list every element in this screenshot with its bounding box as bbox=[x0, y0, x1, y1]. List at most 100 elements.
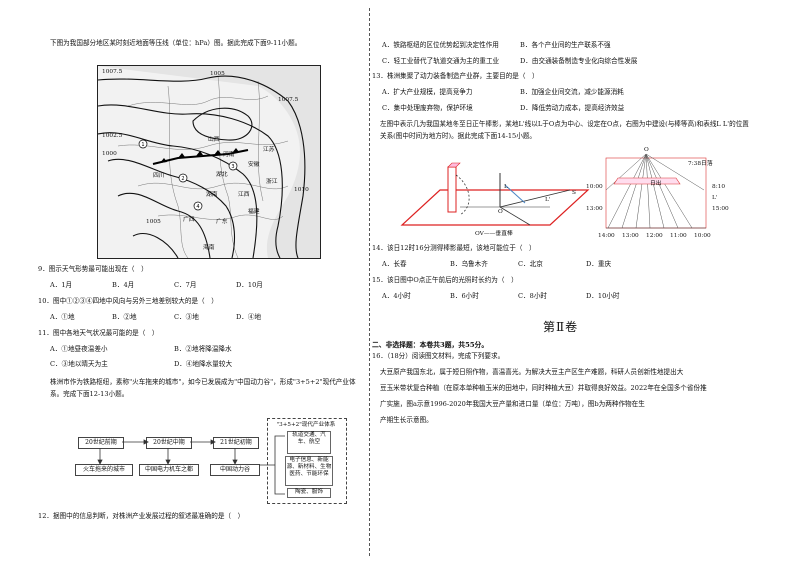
q9-option-b[interactable]: B．4月 bbox=[112, 281, 135, 289]
q14-option-b[interactable]: B．乌鲁木齐 bbox=[450, 260, 488, 268]
q12-option-a[interactable]: A．铁路枢纽的区位优势起到决定性作用 bbox=[382, 41, 499, 49]
shadow-label-s: S bbox=[572, 190, 576, 196]
province-label: 山西 bbox=[208, 137, 220, 143]
province-label: 江西 bbox=[238, 192, 250, 198]
shadow-caption: OV——垂直棒 bbox=[475, 231, 513, 237]
isobar-label: 1005 bbox=[210, 71, 225, 77]
province-label: 湖北 bbox=[216, 172, 228, 178]
province-label: 广西 bbox=[183, 217, 195, 223]
q14-option-d[interactable]: D．重庆 bbox=[586, 260, 612, 268]
isobar-label: 1007.5 bbox=[102, 69, 123, 75]
q9-option-d[interactable]: D．10月 bbox=[236, 281, 263, 289]
q10-option-d[interactable]: D．④地 bbox=[236, 313, 262, 321]
q9-stem: 9．图示天气形势最可能出现在（ ） bbox=[38, 265, 148, 273]
q11-option-d[interactable]: D．④地降水量较大 bbox=[174, 360, 233, 368]
q11-stem: 11．图中各地天气状况最可能的是（ ） bbox=[38, 329, 159, 337]
q10-stem: 10．图中①②③④四地中风向与另外三地差别较大的是（ ） bbox=[38, 297, 218, 305]
fan-label-sunset: 7:38日落 bbox=[688, 161, 713, 167]
q14-stem: 14．该日12时16分测得棒影最短，该地可能位于（ ） bbox=[372, 244, 536, 252]
svg-text:3: 3 bbox=[231, 164, 234, 170]
sun-intro: 左图中表示几为我国某地冬至日正午棒影，某地L'线以L于O点为中心、设定在O点，右… bbox=[380, 120, 749, 140]
q16-material-line: 豆玉米带状复合种植（在原本单种植玉米的田地中，同时种植大豆）并取得良好效益。20… bbox=[380, 384, 707, 392]
q9-option-c[interactable]: C．7月 bbox=[174, 281, 197, 289]
shadow-label-l: L bbox=[504, 184, 508, 190]
shadow-label-o: O bbox=[498, 209, 503, 215]
shadow-label-lp: L' bbox=[545, 197, 551, 203]
fan-side-time: 15:00 bbox=[712, 206, 729, 212]
fan-time: 14:00 bbox=[598, 233, 615, 239]
q14-option-c[interactable]: C．北京 bbox=[518, 260, 543, 268]
q13-option-c[interactable]: C．集中处理废弃物，保护环境 bbox=[382, 104, 473, 112]
province-label: 安徽 bbox=[248, 162, 260, 168]
q11-option-b[interactable]: B．②地将降温降水 bbox=[174, 345, 232, 353]
fan-time: 12:00 bbox=[646, 233, 663, 239]
q10-option-a[interactable]: A．①地 bbox=[50, 313, 75, 321]
volume-title: 第Ⅱ卷 bbox=[543, 320, 579, 334]
q12-stem: 12．据图中的信息判断，对株洲产业发展过程的叙述最准确的是（ ） bbox=[38, 512, 245, 520]
q16-material-line: 大豆原产我国东北，属于短日照作物，喜温喜光。为解决大豆主产区生产难题，科研人员创… bbox=[380, 368, 684, 376]
system-brace bbox=[259, 435, 285, 495]
isobar-label: 1007.5 bbox=[278, 97, 299, 103]
province-label: 浙江 bbox=[266, 179, 278, 185]
q16-material-line: 产期生长示意图。 bbox=[380, 416, 433, 424]
zhuzhou-intro: 株洲市作为铁路枢纽，素称"火车拖来的城市"，如今已发展成为"中国动力谷"，形成"… bbox=[50, 378, 356, 398]
q15-option-c[interactable]: C．8小时 bbox=[518, 292, 548, 300]
province-label: 福建 bbox=[248, 209, 260, 215]
industry-group-3: 陶瓷、服饰 bbox=[287, 488, 331, 498]
q15-option-d[interactable]: D．10小时 bbox=[586, 292, 620, 300]
isobar-label: 1005 bbox=[146, 219, 161, 225]
map-intro: 下图为我国部分地区某时刻近地面等压线（单位：hPa）图。据此完成下面9-11小题… bbox=[50, 39, 302, 47]
q14-option-a[interactable]: A．长春 bbox=[382, 260, 407, 268]
section-title: 二、非选择题：本卷共3题，共55分。 bbox=[372, 341, 489, 349]
q12-option-d[interactable]: D．由交通装备制造专业化向综合性发展 bbox=[520, 57, 638, 65]
fan-time: 11:00 bbox=[670, 233, 687, 239]
q11-option-c[interactable]: C．③地以晴天为主 bbox=[50, 360, 108, 368]
flow-label-1: 火车拖来的城市 bbox=[75, 464, 133, 476]
q10-option-c[interactable]: C．③地 bbox=[174, 313, 199, 321]
fan-side-time: 8:10 bbox=[712, 184, 726, 190]
q15-stem: 15．该日图中O点正午前后的光照时长约为（ ） bbox=[372, 276, 518, 284]
isobar-label: 1000 bbox=[102, 151, 117, 157]
fan-side-time: 10:00 bbox=[586, 184, 603, 190]
isobar-map-svg: 1 2 3 4 bbox=[98, 66, 320, 258]
svg-text:1: 1 bbox=[141, 142, 144, 148]
shadow-diagram bbox=[400, 162, 590, 226]
fan-label-lp: L' bbox=[712, 195, 718, 201]
flow-label-2: 中国电力机车之都 bbox=[139, 464, 199, 476]
province-label: 江苏 bbox=[263, 147, 275, 153]
column-divider bbox=[369, 8, 370, 556]
q15-option-b[interactable]: B．6小时 bbox=[450, 292, 479, 300]
q9-option-a[interactable]: A．1月 bbox=[50, 281, 73, 289]
q16-material-line: 广实施，图a示意1996-2020年我国大豆产量和进口量（单位：万吨），图b为两… bbox=[380, 400, 645, 408]
q10-option-b[interactable]: B．②地 bbox=[112, 313, 137, 321]
flow-arrows bbox=[97, 439, 238, 465]
flow-period-1: 20世纪前期 bbox=[78, 437, 124, 449]
q13-stem: 13．株洲集聚了动力装备制造产业群，主要目的是（ ） bbox=[372, 72, 539, 80]
fan-label-sunrise: 日出 bbox=[650, 181, 662, 187]
q12-option-c[interactable]: C．轻工业替代了轨道交通为主的重工业 bbox=[382, 57, 500, 65]
q12-option-b[interactable]: B．各个产业间的生产联系不强 bbox=[520, 41, 611, 49]
isobar-label: 1002.5 bbox=[102, 133, 123, 139]
industry-system-title: "3+5+2"现代产业体系 bbox=[276, 422, 336, 428]
q16-stem: 16．（18分）阅读图文材料，完成下列要求。 bbox=[372, 352, 505, 360]
sunray-fan-diagram bbox=[605, 153, 707, 229]
province-label: 河南 bbox=[223, 152, 235, 158]
province-label: 海南 bbox=[203, 245, 215, 251]
q13-option-a[interactable]: A．扩大产业规模，提高竞争力 bbox=[382, 88, 473, 96]
fan-time: 13:00 bbox=[622, 233, 639, 239]
province-label: 四川 bbox=[153, 173, 165, 179]
q13-option-d[interactable]: D．降低劳动力成本，提高经济效益 bbox=[520, 104, 625, 112]
fan-side-time: 13:00 bbox=[586, 206, 603, 212]
svg-text:2: 2 bbox=[181, 176, 184, 182]
industry-group-1: 轨道交通、汽车、航空 bbox=[287, 431, 331, 454]
isobar-label: 1010 bbox=[294, 187, 309, 193]
isobar-map: 1 2 3 4 1007.5 1005 1002.5 1000 1010 100… bbox=[97, 65, 321, 259]
fan-time: 10:00 bbox=[694, 233, 711, 239]
q15-option-a[interactable]: A．4小时 bbox=[382, 292, 411, 300]
industry-group-2: 电子信息、新能源、新材料、生物医药、节能环保 bbox=[285, 456, 333, 486]
svg-text:4: 4 bbox=[196, 204, 199, 210]
q11-option-a[interactable]: A．①地昼夜温差小 bbox=[50, 345, 108, 353]
q13-option-b[interactable]: B．加强企业间交流，减少能源消耗 bbox=[520, 88, 624, 96]
province-label: 广东 bbox=[216, 219, 228, 225]
flow-label-3: 中国动力谷 bbox=[210, 464, 260, 476]
